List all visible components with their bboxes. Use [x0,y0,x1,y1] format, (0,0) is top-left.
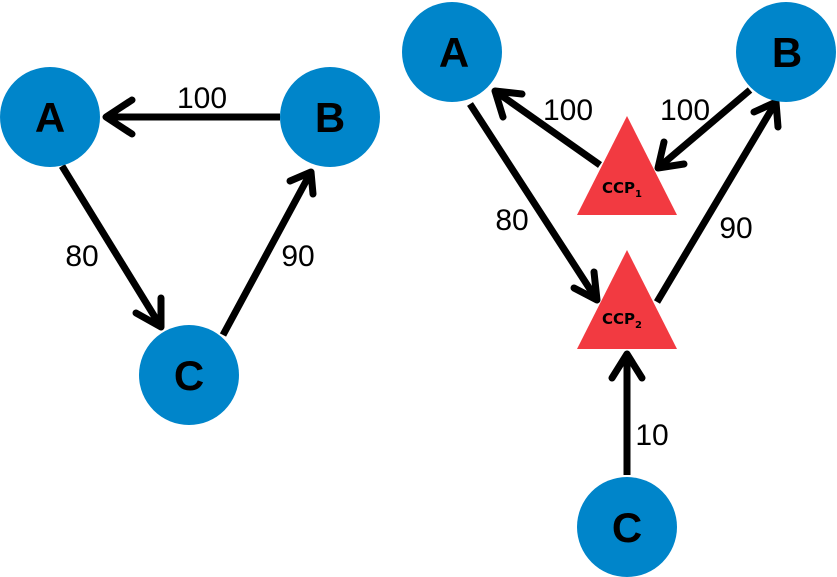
edge-label-c-b: 90 [281,240,314,273]
ccp-label: CCP1 [602,179,642,200]
edge-b-to-ccp1 [654,87,753,172]
arrowhead [286,168,317,198]
edge-label-b-a: 100 [177,82,227,115]
ccp1-node: CCP1 [577,116,677,215]
node-c: C [139,325,239,425]
triangle-shape [577,250,677,349]
edge-ccp2-to-b [653,98,782,304]
arrowhead [654,138,688,172]
node-a: A [402,2,502,102]
edge-b-to-a [102,96,280,138]
left-diagram: 100 80 90 A B C [0,67,380,425]
node-label: A [439,29,469,76]
ccp-label: CCP2 [602,310,642,331]
node-label: B [772,29,802,76]
node-label: C [174,352,204,399]
node-label: C [612,504,642,551]
node-label: A [35,94,65,141]
arrowhead [491,87,526,121]
edge-label-ccp2-b: 90 [719,212,752,245]
triangle-shape [577,116,677,215]
edge-a-to-c [59,164,165,331]
node-b: B [736,2,836,102]
arrowhead [608,350,646,382]
edge-label-b-ccp1: 100 [660,94,710,127]
edge-label-a-ccp2: 80 [495,204,528,237]
edge-label-c-ccp2: 10 [635,419,668,452]
node-label: B [315,94,345,141]
node-c: C [577,477,677,577]
ccp2-node: CCP2 [577,250,677,349]
edge-c-to-b [219,168,317,337]
edge-a-to-ccp2 [467,102,601,304]
edge-label-ccp1-a: 100 [543,94,593,127]
arrowhead [132,294,165,331]
edge-c-to-ccp2 [608,350,646,475]
arrowhead [570,268,601,304]
right-diagram: 100 100 80 90 10 A B [402,2,836,577]
edge-ccp1-to-a [491,87,603,168]
arrowhead [750,98,782,131]
node-a: A [0,67,100,167]
arrowhead [102,96,136,138]
node-b: B [280,67,380,167]
edge-label-a-c: 80 [65,240,98,273]
